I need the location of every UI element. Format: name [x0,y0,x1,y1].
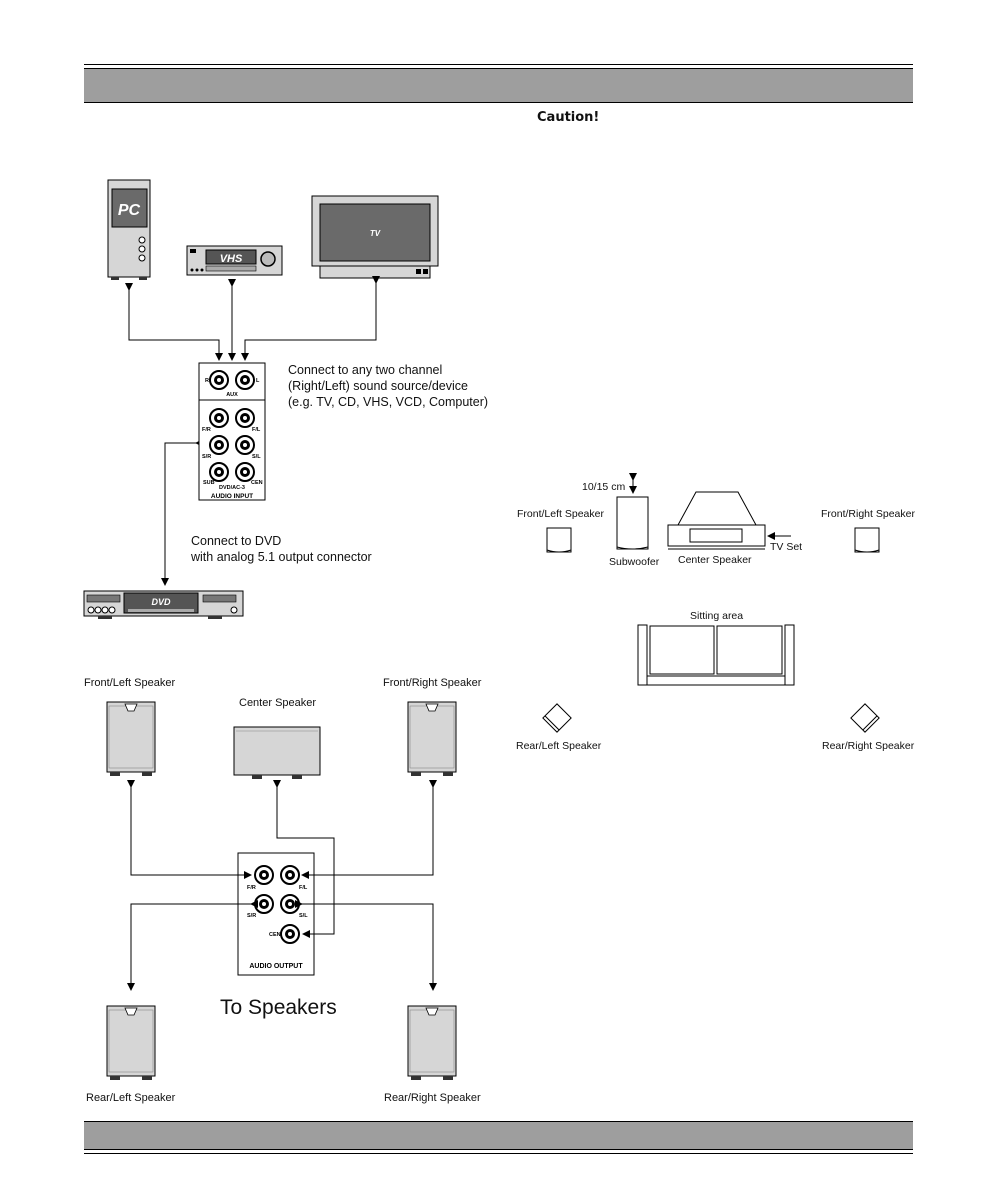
front-left-label: Front/Left Speaker [84,677,176,689]
dvd-note: Connect to DVD with analog 5.1 output co… [191,533,372,565]
front-right-cable [301,780,437,879]
tv-label: TV [370,229,381,238]
rear-right-speaker [407,1005,457,1081]
output-sl: S/L [299,913,308,919]
dvd-note-line-2: with analog 5.1 output connector [191,550,372,564]
audio-input-panel [198,362,266,501]
front-right-label: Front/Right Speaker [383,677,482,689]
center-speaker [233,726,321,779]
input-aux-l: L [256,378,260,384]
placement-rear-right-label: Rear/Right Speaker [822,740,915,752]
two-channel-line-3: (e.g. TV, CD, VHS, VCD, Computer) [288,395,489,409]
output-fr: F/R [247,885,256,891]
input-cen: CEN [251,480,263,486]
placement-front-left-label: Front/Left Speaker [517,508,604,520]
tv-to-aux-cable [241,276,380,361]
input-fl: F/L [252,427,261,433]
input-fr: F/R [202,427,211,433]
input-aux: AUX [226,392,238,398]
vhs-device [186,245,283,276]
front-right-speaker [407,701,457,777]
caution-heading: Caution! [537,110,600,125]
output-cen: CEN [269,932,281,938]
tv-set-label: TV Set [770,541,803,553]
center-cable [273,780,335,938]
bottom-rule [84,1153,913,1154]
rear-right-cable [295,900,437,991]
input-aux-r: R [205,378,209,384]
front-left-speaker [106,701,156,777]
dvd-device [83,590,244,619]
pc-label: PC [118,202,141,219]
input-dvd: DVD/AC-3 [219,485,245,491]
header-bar [84,68,913,103]
subwoofer-label: Subwoofer [609,556,660,568]
dvd-cable [161,439,203,586]
input-sl: S/L [252,454,261,460]
rear-right-label: Rear/Right Speaker [384,1092,481,1104]
placement-rear-left-label: Rear/Left Speaker [516,740,602,752]
placement-diagram [542,491,880,733]
to-speakers-label: To Speakers [220,996,337,1019]
rear-left-cable [127,900,258,991]
footer-bar [84,1121,913,1150]
output-fl: F/L [299,885,308,891]
two-channel-note: Connect to any two channel (Right/Left) … [288,362,488,410]
top-rule [84,64,913,65]
pc-device [107,179,151,280]
center-label: Center Speaker [239,697,317,709]
rear-left-label: Rear/Left Speaker [86,1092,176,1104]
distance-label: 10/15 cm [582,481,626,493]
dvd-note-line-1: Connect to DVD [191,534,282,548]
output-title: AUDIO OUTPUT [249,963,303,970]
sitting-area-label: Sitting area [690,610,744,622]
vhs-label: VHS [220,253,243,265]
placement-center-label: Center Speaker [678,554,752,566]
input-sr: S/R [202,454,211,460]
tv-device [311,195,439,279]
input-sub: SUB [203,480,215,486]
rear-left-speaker [106,1005,156,1081]
pc-to-aux-cable [125,283,223,361]
placement-front-right-label: Front/Right Speaker [821,508,915,520]
dvd-label: DVD [151,597,171,607]
two-channel-line-1: Connect to any two channel [288,363,443,377]
input-title: AUDIO INPUT [211,493,253,500]
two-channel-line-2: (Right/Left) sound source/device [288,379,468,393]
front-left-cable [127,780,252,879]
output-sr: S/R [247,913,256,919]
